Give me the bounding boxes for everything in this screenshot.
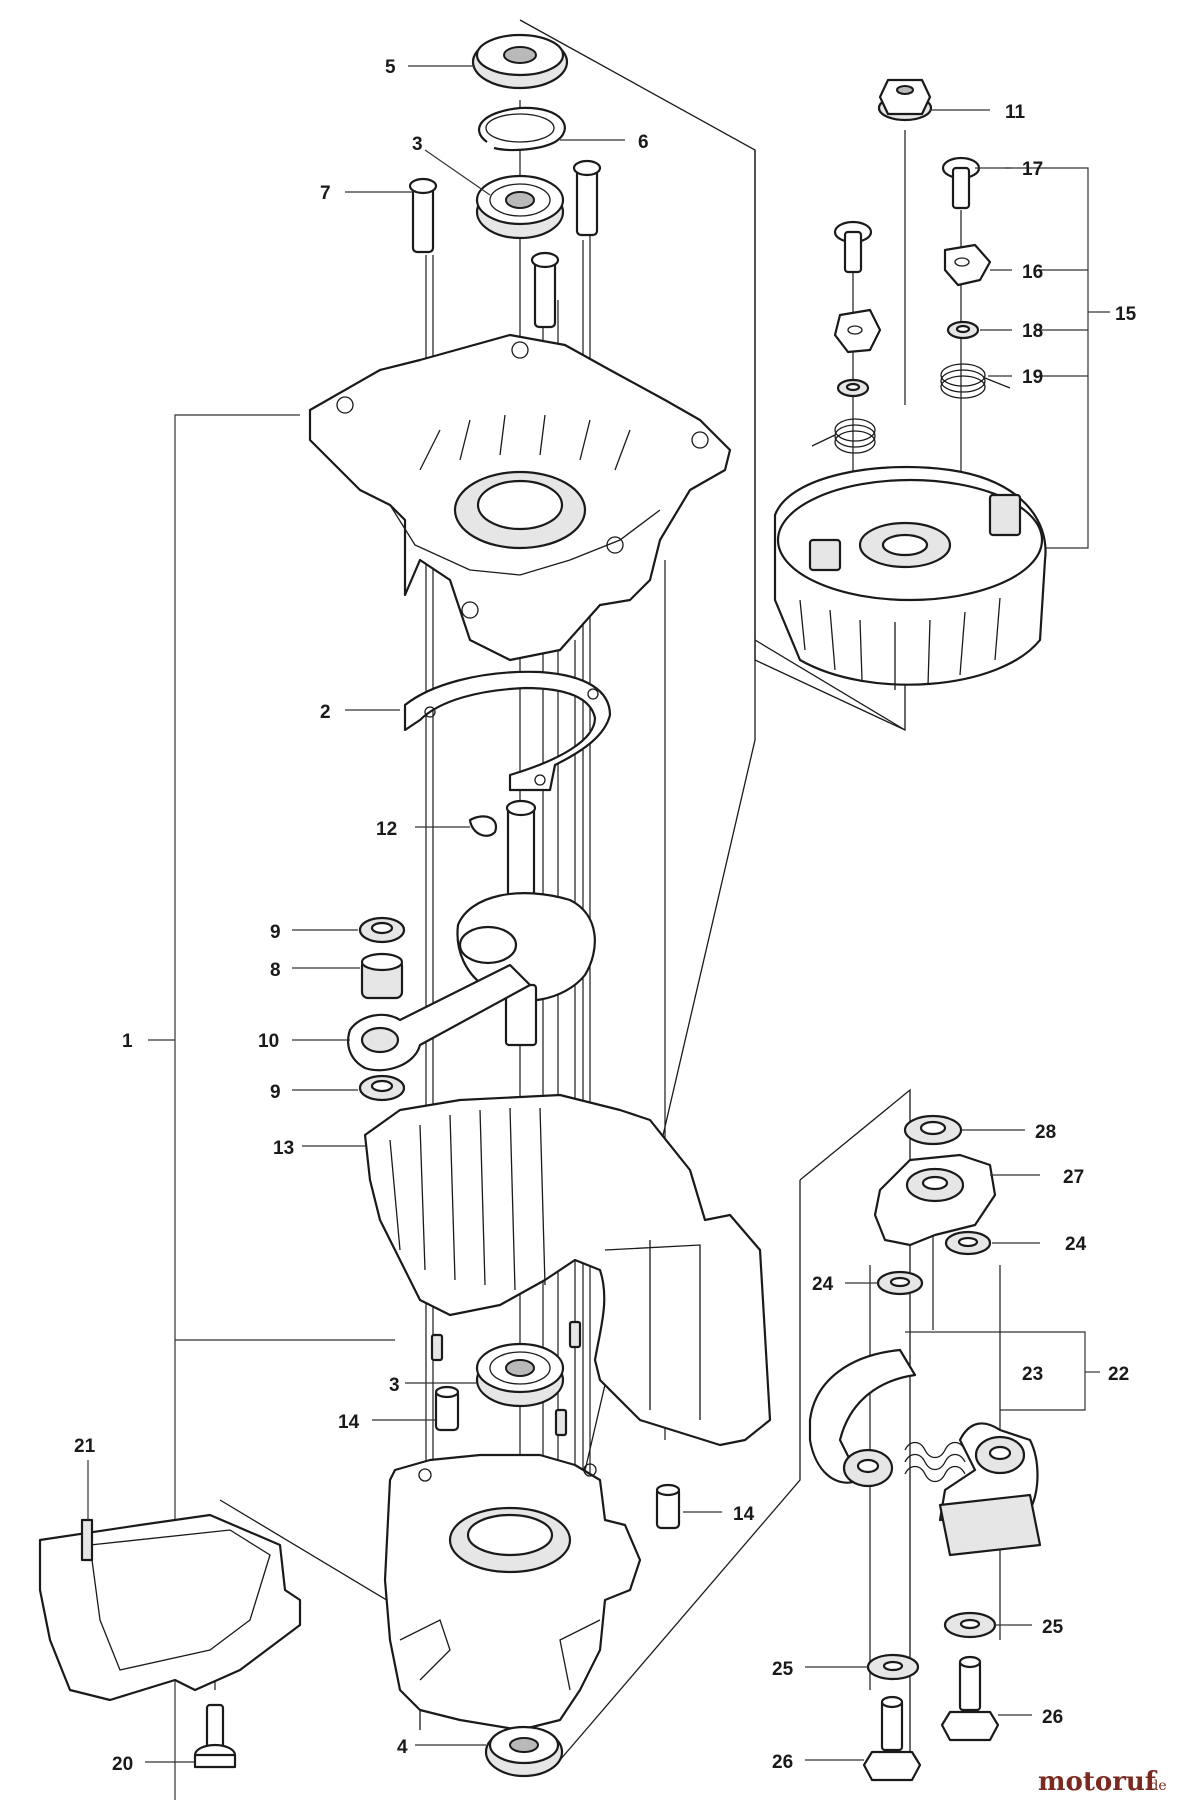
part-18-washers <box>836 320 980 398</box>
watermark-suffix: .de <box>1145 1778 1167 1794</box>
callout-20: 20 <box>112 1754 133 1775</box>
callout-2: 2 <box>320 702 331 723</box>
callout-leaders <box>87 65 1040 1763</box>
callout-14: 14 <box>338 1412 360 1433</box>
callout-24: 24 <box>812 1274 834 1295</box>
callout-16: 16 <box>1022 262 1043 283</box>
part-9-washer-top <box>358 916 406 944</box>
part-7-screws <box>408 159 602 329</box>
part-17-screws <box>833 156 981 274</box>
part-12-key <box>468 815 498 837</box>
callout-21: 21 <box>74 1436 96 1457</box>
callout-28: 28 <box>1035 1122 1056 1143</box>
part-23-clutch-spring <box>904 1441 966 1483</box>
watermark-text: motoruf <box>1038 1767 1158 1797</box>
part-13-cylinder-shroud <box>363 1093 772 1447</box>
callout-3: 3 <box>389 1375 400 1396</box>
callout-25: 25 <box>1042 1617 1064 1638</box>
part-27-clutch-carrier <box>873 1153 997 1247</box>
callout-13: 13 <box>273 1138 294 1159</box>
part-14-sleeve-right <box>655 1483 681 1530</box>
part-1-crankcase-bottom <box>383 1453 642 1732</box>
part-25-washers <box>866 1611 997 1681</box>
callout-23: 23 <box>1022 1364 1043 1385</box>
callout-26: 26 <box>772 1752 793 1773</box>
part-4-seal-bottom <box>484 1725 564 1778</box>
callout-22: 22 <box>1108 1364 1129 1385</box>
part-21-cover <box>38 1513 302 1702</box>
part-9-washer-bottom <box>358 1074 406 1102</box>
callout-11: 11 <box>1005 102 1026 123</box>
callout-10: 10 <box>258 1031 279 1052</box>
part-14-sleeve-left <box>434 1385 460 1432</box>
part-dowel-pins <box>430 1320 582 1437</box>
callout-15: 15 <box>1115 304 1137 325</box>
callout-12: 12 <box>376 819 397 840</box>
part-10-con-rod <box>347 963 532 1072</box>
part-3-bearing-bottom <box>475 1342 565 1408</box>
callout-26: 26 <box>1042 1707 1063 1728</box>
callout-9: 9 <box>270 1082 281 1103</box>
callout-18: 18 <box>1022 321 1043 342</box>
part-16-pawls <box>833 243 992 354</box>
part-1-crankcase-top <box>308 333 732 662</box>
callout-3: 3 <box>412 134 423 155</box>
part-8-needle-bearing <box>360 952 404 1000</box>
callout-1: 1 <box>122 1031 133 1052</box>
callout-labels: 5 6 3 7 11 17 16 15 18 19 2 12 9 8 1 10 … <box>74 57 1137 1775</box>
callout-25: 25 <box>772 1659 794 1680</box>
callout-8: 8 <box>270 960 281 981</box>
callout-14: 14 <box>733 1504 755 1525</box>
part-2-gasket <box>403 670 612 792</box>
part-5-seal <box>471 33 569 90</box>
part-3-bearing-top <box>475 174 565 240</box>
group-brackets <box>148 167 1110 1800</box>
part-22-clutch-shoe-left <box>808 1348 917 1488</box>
callout-9: 9 <box>270 922 281 943</box>
part-26-bolts <box>862 1655 1000 1782</box>
part-19-springs <box>811 363 1011 454</box>
part-22-clutch-shoe-right <box>938 1422 1042 1557</box>
assembly-axis-lines <box>214 100 1001 1690</box>
callout-17: 17 <box>1022 159 1043 180</box>
part-28-washer <box>903 1114 963 1146</box>
callout-5: 5 <box>385 57 396 78</box>
part-6-circlip <box>477 106 566 152</box>
watermark-logo: motoruf .de <box>1038 1767 1167 1797</box>
callout-7: 7 <box>320 183 331 204</box>
part-11-nut <box>877 78 933 122</box>
part-20-screw <box>193 1703 237 1769</box>
callout-24: 24 <box>1065 1234 1087 1255</box>
callout-19: 19 <box>1022 367 1043 388</box>
callout-6: 6 <box>638 132 649 153</box>
part-15-flywheel <box>773 465 1047 690</box>
callout-4: 4 <box>397 1737 408 1758</box>
callout-27: 27 <box>1063 1167 1084 1188</box>
part-24-washers <box>876 1230 992 1296</box>
